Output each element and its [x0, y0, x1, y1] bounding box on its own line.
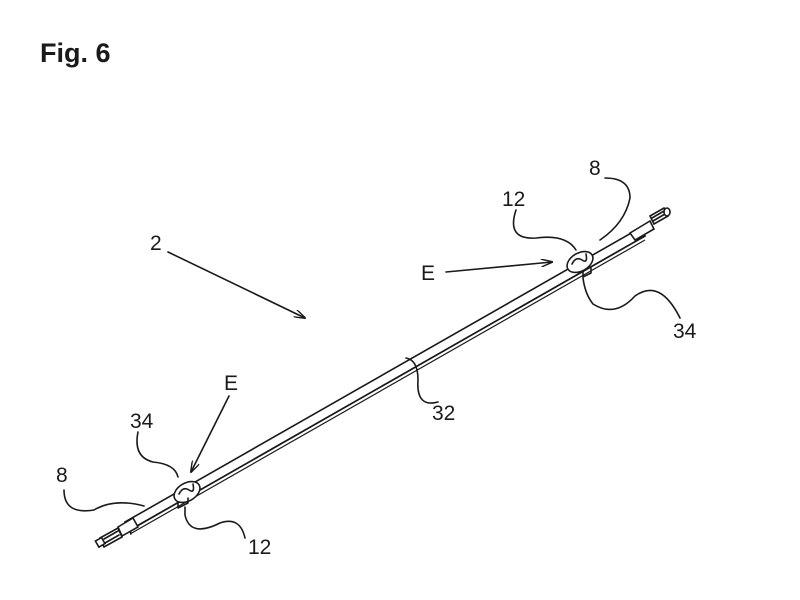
- label-2: 2: [150, 232, 162, 255]
- label-left-12: 12: [248, 536, 271, 559]
- label-32: 32: [432, 402, 455, 425]
- label-left-8: 8: [56, 464, 68, 487]
- left-end-connector: [94, 516, 140, 549]
- leader-right-8: [599, 177, 631, 241]
- left-joint: [173, 480, 201, 509]
- leader-right-34: [582, 277, 681, 319]
- leader-left-E: [191, 395, 230, 472]
- label-right-34: 34: [673, 320, 697, 343]
- figure-title: Fig. 6: [40, 38, 111, 68]
- leader-left-8: [63, 489, 145, 512]
- elongated-bar: [123, 226, 647, 535]
- leader-left-12: [184, 506, 246, 539]
- leader-32: [405, 357, 439, 404]
- leader-right-E: [445, 262, 552, 273]
- label-right-E: E: [421, 262, 435, 285]
- leader-left-34: [136, 431, 179, 478]
- label-right-8: 8: [589, 157, 601, 180]
- right-joint: [566, 250, 594, 278]
- leader-2: [167, 251, 305, 318]
- label-right-12: 12: [502, 188, 525, 211]
- right-end-connector: [628, 206, 671, 242]
- label-left-E: E: [224, 372, 238, 395]
- leader-right-12: [512, 209, 577, 251]
- label-left-34: 34: [130, 410, 154, 433]
